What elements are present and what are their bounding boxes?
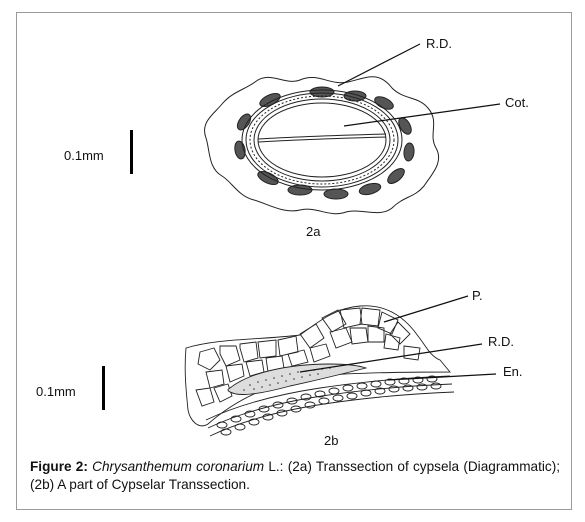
ridge-patches [234,86,415,200]
cell-network [195,307,421,407]
figure-frame [16,12,572,510]
panel-label-2a: 2a [306,224,321,239]
label-rd-b: R.D. [488,334,514,349]
panel-label-2b: 2b [324,433,339,448]
label-cot: Cot. [505,95,529,110]
scale-bar-b [102,366,105,410]
leader-en [387,373,497,381]
pericarp-outline [204,76,440,215]
leader-rd-a [337,43,421,87]
caption-text: L.: (2a) Transsection of cypsela (Diagra… [30,459,561,492]
endosperm-cells [216,375,442,436]
scale-label-a: 0.1mm [64,148,104,163]
leader-cot [343,103,501,127]
label-rd-a: R.D. [426,36,452,51]
caption-prefix: Figure 2: [30,459,88,474]
cotyledon [257,102,387,178]
scale-label-b: 0.1mm [36,384,76,399]
leader-p [383,295,469,323]
leader-rd-b [299,343,483,373]
caption-species: Chrysanthemum coronarium [92,459,265,474]
label-p: P. [472,288,483,303]
figure-caption: Figure 2: Chrysanthemum coronarium L.: (… [30,458,560,494]
resin-duct [227,363,368,395]
label-en: En. [503,364,523,379]
seed-coat-outer [241,89,403,191]
scale-bar-a [130,130,133,174]
cypselar-part-drawing [184,305,455,437]
cypsela-transsection-drawing [204,76,440,215]
